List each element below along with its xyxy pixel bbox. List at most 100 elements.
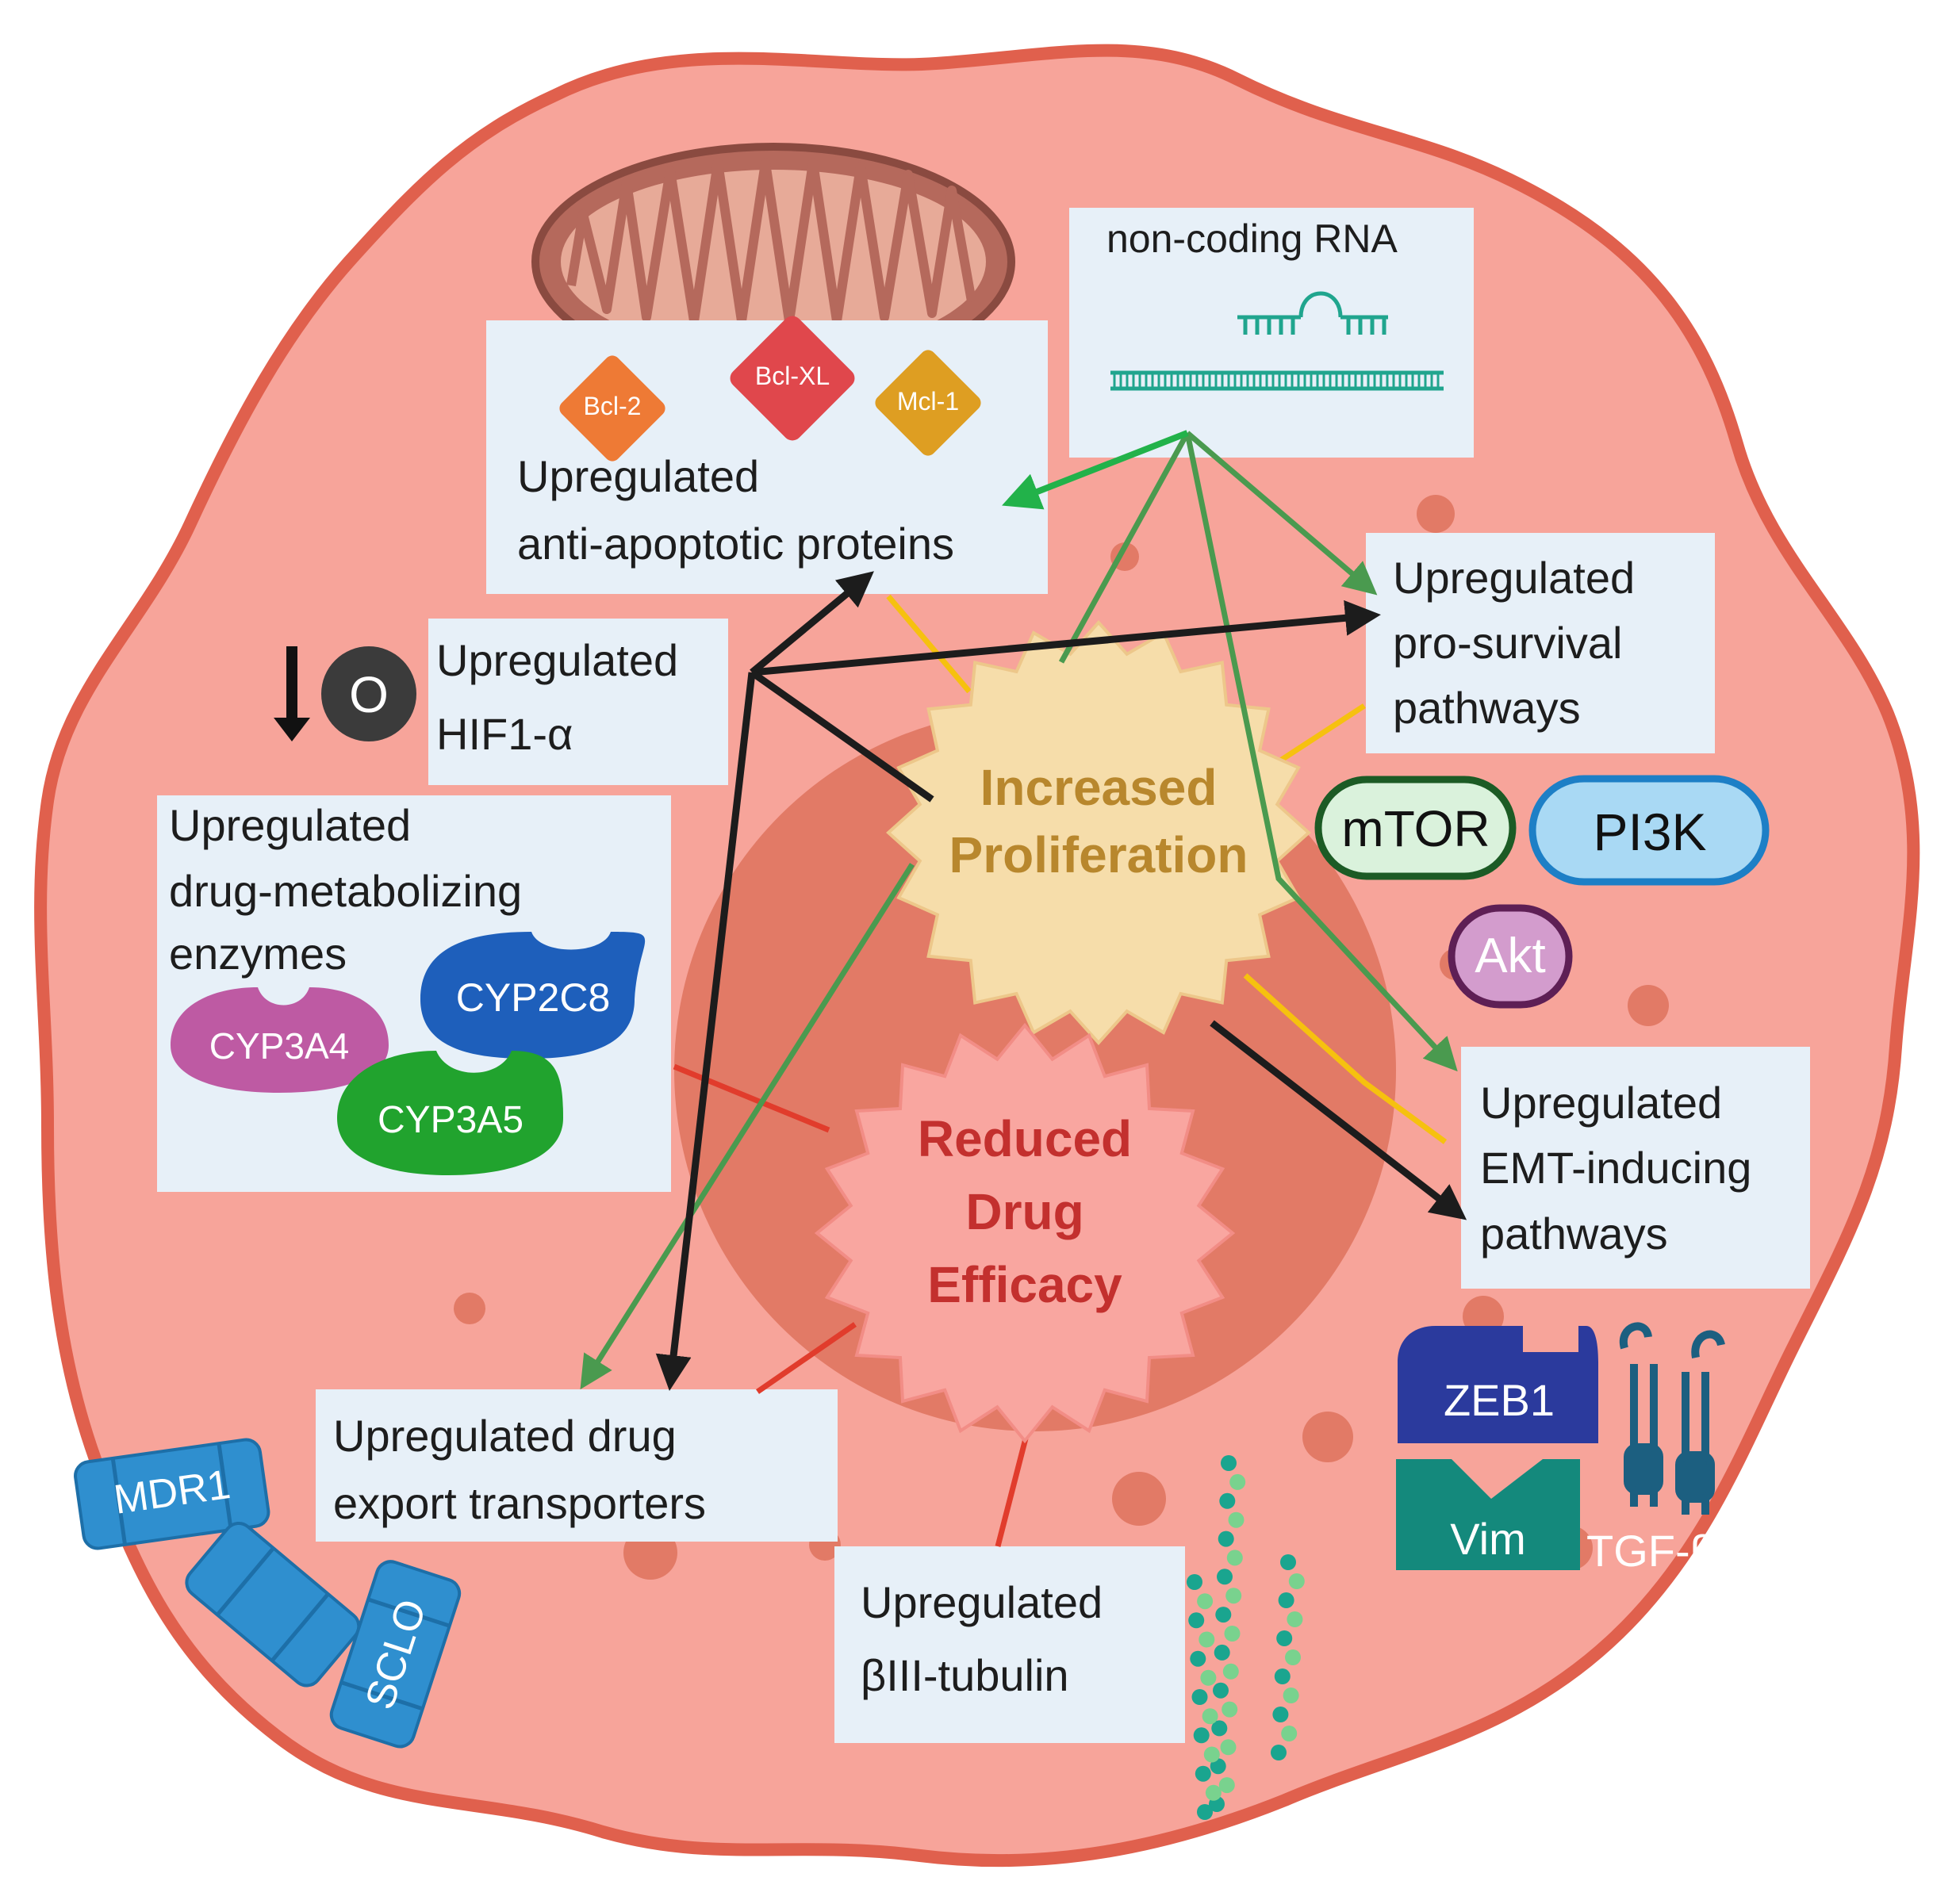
tubulin-bead	[1218, 1530, 1234, 1547]
tubulin-bead	[1205, 1784, 1222, 1801]
tubulin-bead	[1193, 1727, 1210, 1744]
black-arrows	[655, 571, 1467, 1391]
tubulin-bead	[1220, 1739, 1237, 1756]
akt-pill: Akt	[1448, 904, 1573, 1009]
tubulin-bead	[1187, 1574, 1202, 1590]
akt-label: Akt	[1475, 929, 1546, 983]
tubulin-bead	[1218, 1777, 1235, 1794]
zeb1-chip: ZEB1	[1398, 1326, 1598, 1443]
cyp3a5-enzyme: CYP3A5	[337, 1051, 563, 1175]
pi3k-label: PI3K	[1593, 803, 1706, 861]
drug-metabolizing-line-1: Upregulated	[169, 800, 411, 850]
zeb1-label: ZEB1	[1444, 1375, 1555, 1425]
tubulin-bead	[1210, 1758, 1226, 1775]
cyp3a5-label: CYP3A5	[378, 1099, 524, 1141]
tubulin-bead	[1228, 1511, 1245, 1528]
tubulin-bead	[1213, 1682, 1229, 1699]
mtor-label: mTOR	[1341, 800, 1490, 857]
tubulin-bead	[1199, 1631, 1215, 1648]
tubulin-bead	[1195, 1765, 1211, 1782]
cyp2c8-label: CYP2C8	[456, 975, 611, 1020]
pro-survival-line-2: pro-survival	[1393, 618, 1622, 668]
pro-survival-box	[1366, 533, 1715, 753]
tubulin-bead	[1191, 1689, 1208, 1705]
tubulin-bead	[1271, 1745, 1287, 1760]
tubulin-bead	[1202, 1708, 1218, 1725]
non-coding-rna-box	[1069, 208, 1474, 458]
hif1a-line-1: Upregulated	[436, 635, 678, 685]
drug-metabolizing-line-2: drug-metabolizing	[169, 866, 522, 916]
tubulin-bead	[1287, 1611, 1303, 1627]
tubulin-bead	[1190, 1650, 1206, 1667]
tubulin-box	[834, 1546, 1185, 1743]
receptor-icon	[1619, 1322, 1725, 1515]
tubulin-bead	[1215, 1607, 1232, 1623]
emt-line-3: pathways	[1480, 1209, 1668, 1258]
emt-box	[1461, 1047, 1810, 1289]
mcl1-label: Mcl-1	[897, 387, 959, 416]
tubulin-bead	[1272, 1707, 1289, 1722]
drug-export-line-2: export transporters	[333, 1478, 706, 1528]
tubulin-bead	[1280, 1554, 1296, 1570]
bcl2-chip: Bcl-2	[559, 355, 665, 462]
oxygen-label: O	[349, 666, 389, 723]
drug-efficacy-line-1: Reduced	[918, 1110, 1132, 1167]
drug-efficacy-label: Reduced Drug Efficacy	[918, 1110, 1132, 1313]
tubulin-bead	[1222, 1663, 1239, 1680]
bclxl-chip: Bcl-XL	[730, 316, 855, 441]
cyp2c8-enzyme: CYP2C8	[420, 932, 646, 1059]
tubulin-bead	[1197, 1804, 1213, 1820]
hif1a-line-2: HIF1-α	[436, 709, 573, 759]
cyp3a4-enzyme: CYP3A4	[171, 987, 389, 1093]
green-arrows	[580, 431, 1458, 1390]
proliferation-line-2: Proliferation	[949, 826, 1248, 883]
vim-chip: Vim	[1396, 1459, 1580, 1570]
tubulin-bead	[1274, 1668, 1291, 1684]
vim-label: Vim	[1450, 1514, 1525, 1564]
tubulin-bead	[1281, 1726, 1298, 1741]
mtor-pill: mTOR	[1314, 776, 1517, 880]
pro-survival-line-3: pathways	[1393, 683, 1581, 733]
transporter-icon: MDR1 SCLO	[74, 1438, 462, 1749]
tubulin-bead	[1188, 1612, 1205, 1629]
emt-line-1: Upregulated	[1480, 1078, 1722, 1128]
non-coding-rna-label: non-coding RNA	[1106, 216, 1398, 261]
bclxl-label: Bcl-XL	[755, 362, 830, 390]
bcl2-label: Bcl-2	[584, 392, 642, 420]
tubulin-bead	[1283, 1688, 1299, 1703]
tubulin-bead	[1221, 1455, 1237, 1471]
tubulin-bead	[1197, 1593, 1214, 1610]
microtubule-icon	[1187, 1455, 1305, 1820]
cyp3a4-label: CYP3A4	[209, 1025, 349, 1067]
drug-efficacy-line-2: Drug	[965, 1183, 1083, 1240]
oxygen-icon: O	[321, 646, 416, 741]
tubulin-bead	[1226, 1550, 1243, 1566]
tubulin-line-2: βIII-tubulin	[861, 1650, 1069, 1700]
proliferation-label: Increased Proliferation	[949, 759, 1248, 883]
tubulin-bead	[1288, 1573, 1305, 1589]
down-arrow-icon	[274, 646, 310, 741]
drug-efficacy-burst	[814, 1022, 1236, 1444]
tubulin-bead	[1219, 1492, 1236, 1509]
drug-metabolizing-line-3: enzymes	[169, 929, 347, 979]
hif1a-box	[428, 619, 728, 785]
drug-efficacy-line-3: Efficacy	[927, 1256, 1122, 1313]
emt-line-2: EMT-inducing	[1480, 1143, 1751, 1193]
rna-rungs	[1113, 373, 1440, 389]
tubulin-bead	[1222, 1701, 1238, 1718]
tubulin-bead	[1229, 1473, 1246, 1490]
anti-apoptotic-line-1: Upregulated	[517, 451, 759, 501]
mitochondrion-icon	[531, 143, 1015, 381]
tubulin-bead	[1214, 1644, 1230, 1661]
tubulin-bead	[1276, 1630, 1293, 1646]
tubulin-bead	[1200, 1669, 1217, 1686]
drug-export-box	[316, 1389, 838, 1542]
tgfb-label: TGF-β	[1586, 1526, 1716, 1576]
tubulin-bead	[1278, 1592, 1294, 1608]
rna-to-apoptotic-arrow	[1002, 430, 1189, 510]
tubulin-line-1: Upregulated	[861, 1577, 1103, 1627]
tubulin-bead	[1203, 1746, 1220, 1763]
proliferation-burst	[886, 620, 1311, 1045]
proliferation-line-1: Increased	[980, 759, 1218, 816]
